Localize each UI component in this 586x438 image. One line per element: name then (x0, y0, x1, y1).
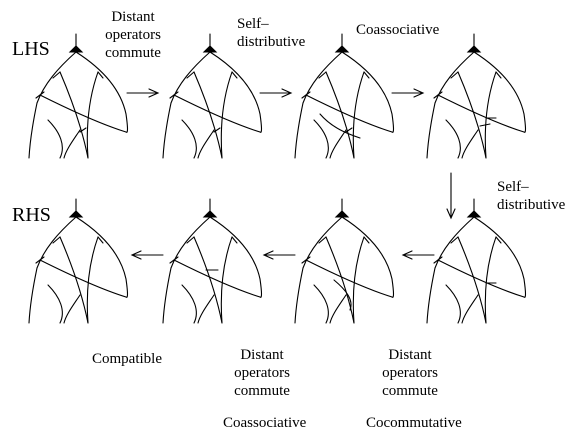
string-diagram-rhs-2 (162, 198, 263, 324)
step-label-line: distributive (497, 197, 566, 213)
step-label-line: commute (105, 45, 161, 61)
step-label-top-3: Coassociative (356, 21, 439, 39)
step-label-top-1: Distant operators commute (88, 8, 178, 62)
step-label-line: Self– (497, 179, 529, 195)
step-label-top-2: Self– distributive (237, 15, 305, 51)
step-label-line: commute (382, 383, 438, 399)
step-label-line: distributive (237, 34, 306, 50)
string-diagram-rhs-4 (426, 198, 527, 324)
step-label-bottom-2-extra: Coassociative (223, 415, 307, 431)
step-label-line: Compatible (92, 351, 162, 367)
rhs-label: RHS (12, 204, 51, 226)
arrow-right (126, 88, 160, 98)
step-label-line: Distant (388, 347, 432, 363)
step-label-line: commute (234, 383, 290, 399)
string-diagram-lhs-3 (294, 33, 395, 159)
string-diagram-lhs-2 (162, 33, 263, 159)
arrow-left (262, 250, 296, 260)
step-label-line: Coassociative (356, 22, 440, 38)
string-diagram-rhs-1 (28, 198, 129, 324)
step-label-bottom-3: Distant operators commute (370, 346, 450, 400)
arrow-down (446, 172, 456, 220)
arrow-left (130, 250, 164, 260)
step-label-line: Self– (237, 16, 269, 32)
step-label-line: operators (234, 365, 290, 381)
step-label-down: Self– distributive (497, 178, 565, 214)
step-label-bottom-2: Distant operators commute (222, 346, 302, 400)
string-diagram-rhs-3 (294, 198, 395, 324)
lhs-label: LHS (12, 38, 50, 60)
arrow-right (259, 88, 293, 98)
arrow-left (401, 250, 435, 260)
step-label-line: Distant (240, 347, 284, 363)
step-label-bottom-1: Compatible (92, 350, 162, 368)
step-label-line: operators (382, 365, 438, 381)
step-label-line: operators (105, 27, 161, 43)
arrow-right (391, 88, 425, 98)
string-diagram-lhs-4 (426, 33, 527, 159)
string-diagram-lhs-1 (28, 33, 129, 159)
step-label-bottom-3-extra: Cocommutative (366, 415, 462, 431)
step-label-line: Distant (111, 9, 155, 25)
